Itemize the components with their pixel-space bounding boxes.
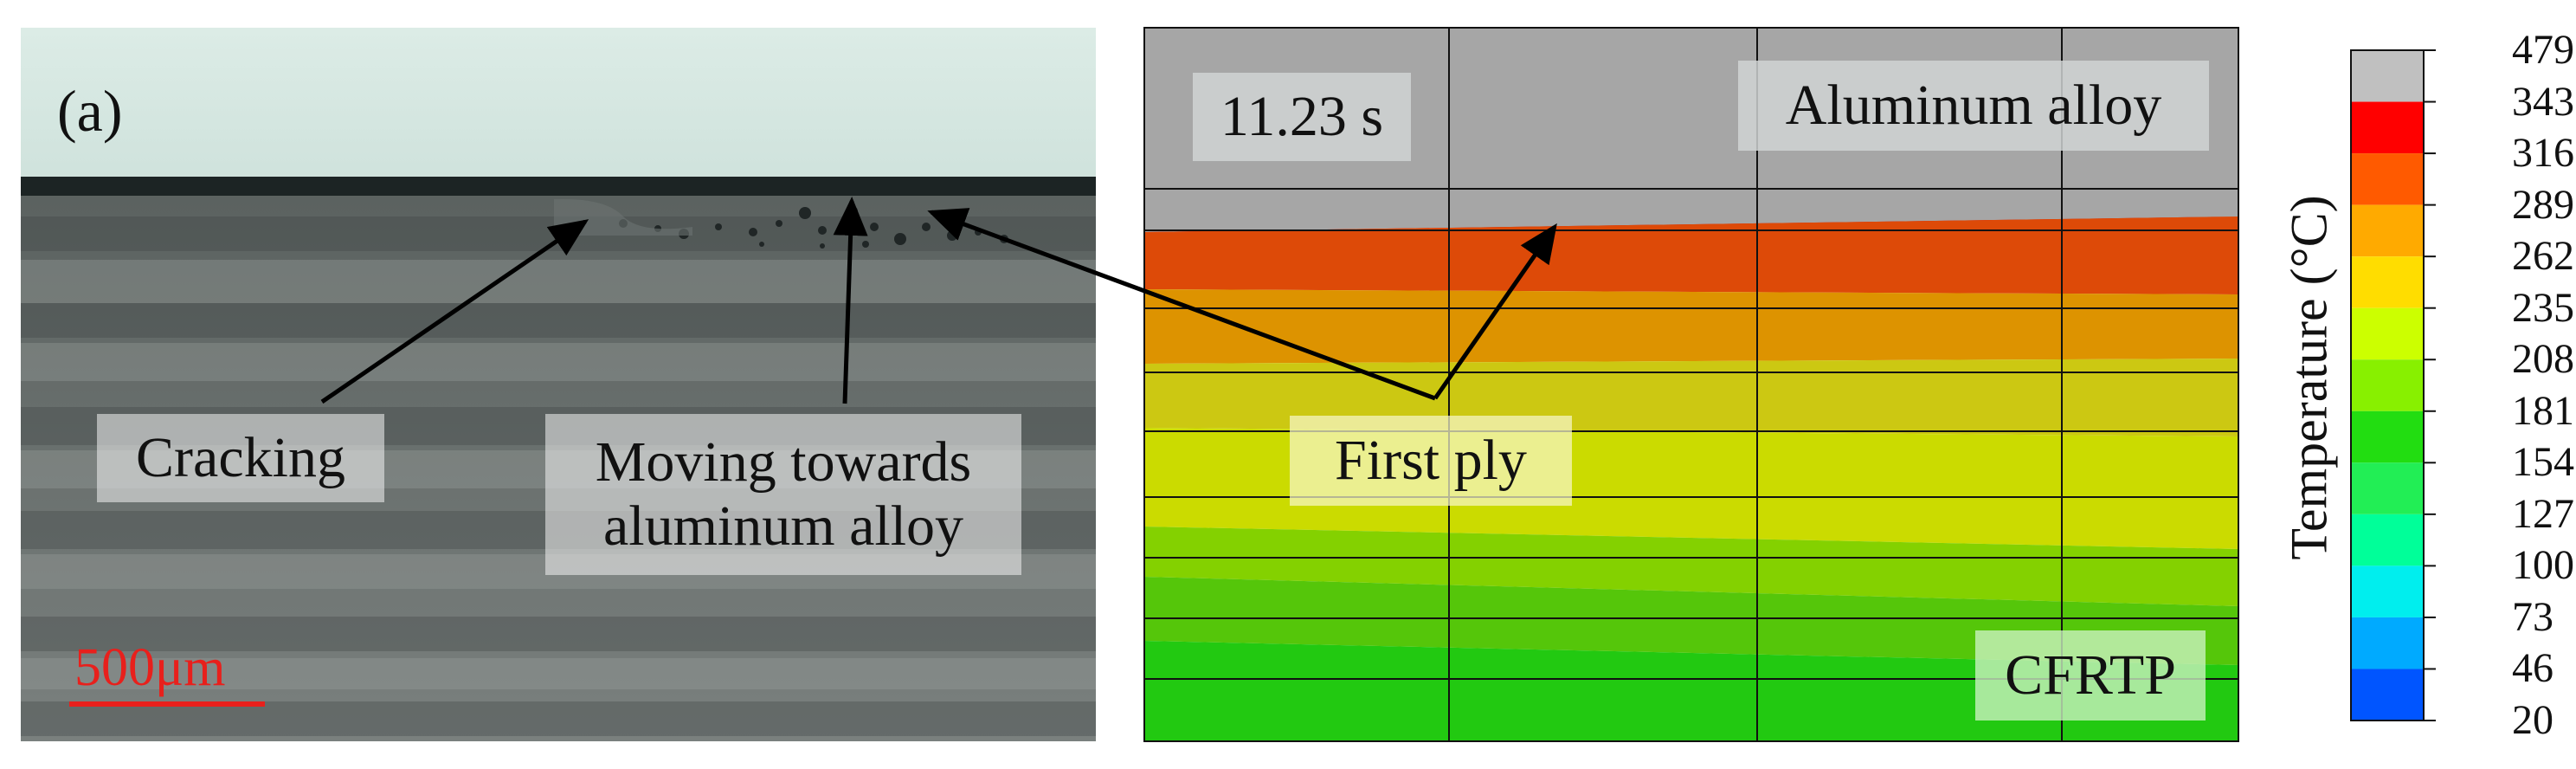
defect-particle: [776, 220, 782, 227]
colorbar-swatches: [2350, 49, 2425, 721]
defect-particle: [799, 207, 811, 219]
colorbar-tick-label: 316: [2512, 130, 2574, 177]
colorbar-swatch: [2351, 50, 2424, 102]
defect-particle: [749, 228, 757, 236]
cracking-arrow: [320, 219, 589, 404]
ply-stripe: [21, 658, 1096, 689]
colorbar-tick-label: 46: [2512, 645, 2553, 692]
cracking-label: Cracking: [97, 414, 384, 502]
defect-particle: [715, 223, 722, 230]
defect-particle: [894, 233, 906, 245]
colorbar-tick-label: 181: [2512, 387, 2574, 434]
cfrtp-label: CFRTP: [1975, 630, 2206, 721]
colorbar-tick-label: 154: [2512, 439, 2574, 486]
temperature-band: [1144, 527, 2238, 606]
colorbar-ticks: [2424, 49, 2436, 721]
ply-stripe: [21, 260, 1096, 303]
temperature-band: [1144, 216, 2238, 294]
mesh-border: [1143, 27, 2239, 742]
colorbar-tick-label: 20: [2512, 697, 2553, 743]
moving-arrow-long: [927, 208, 1436, 401]
colorbar-tick-label: 235: [2512, 284, 2574, 331]
colorbar-swatch: [2351, 307, 2424, 360]
ply-stripe: [21, 343, 1096, 381]
scale-bar: [69, 701, 265, 707]
defect-particle: [862, 241, 869, 248]
colorbar-swatch: [2351, 617, 2424, 669]
colorbar-swatch: [2351, 565, 2424, 617]
defect-particle: [870, 223, 879, 231]
aluminum-layer-photo: [21, 28, 1096, 182]
first-ply-arrow: [1433, 223, 1557, 400]
colorbar-swatch: [2351, 462, 2424, 514]
colorbar-swatch: [2351, 256, 2424, 308]
interface-line: [21, 177, 1096, 196]
colorbar-tick-label: 127: [2512, 490, 2574, 537]
colorbar-tick-label: 289: [2512, 181, 2574, 228]
colorbar-tick-label: 100: [2512, 542, 2574, 589]
colorbar-tick-label: 262: [2512, 233, 2574, 280]
moving-arrow-up: [833, 197, 868, 404]
panel-label: (a): [57, 77, 123, 144]
temperature-band: [1144, 641, 2238, 708]
colorbar-swatch: [2351, 204, 2424, 257]
first-ply-label: First ply: [1290, 416, 1572, 506]
ply-stripe-dark: [21, 303, 1096, 338]
scale-bar-label: 500μm: [74, 638, 226, 697]
ply-stripe-dark: [21, 617, 1096, 651]
moving-label: Moving towards aluminum alloy: [545, 414, 1021, 575]
colorbar-swatch: [2351, 514, 2424, 566]
defect-particle: [759, 242, 764, 247]
colorbar-border: [2350, 49, 2425, 721]
colorbar-swatch: [2351, 101, 2424, 154]
moving-label-line1: Moving towards: [595, 430, 972, 494]
moving-label-line2: aluminum alloy: [602, 494, 964, 558]
colorbar-tick-label: 343: [2512, 78, 2574, 125]
colorbar-swatch: [2351, 410, 2424, 463]
temperature-band: [1144, 577, 2238, 665]
colorbar-swatch: [2351, 153, 2424, 205]
aluminum-label: Aluminum alloy: [1738, 61, 2209, 151]
defect-particle: [820, 243, 825, 249]
colorbar-swatch: [2351, 669, 2424, 721]
colorbar-tick-label: 208: [2512, 336, 2574, 383]
ply-stripe-dark: [21, 701, 1096, 736]
colorbar-tick-label: 479: [2512, 27, 2574, 73]
temperature-bands: [1144, 216, 2238, 741]
colorbar-swatch: [2351, 359, 2424, 411]
colorbar-title-text: Temperature (°C): [2280, 195, 2338, 560]
time-label: 11.23 s: [1193, 73, 1411, 161]
colorbar-tick-label: 73: [2512, 593, 2553, 640]
defect-particle: [818, 226, 827, 235]
